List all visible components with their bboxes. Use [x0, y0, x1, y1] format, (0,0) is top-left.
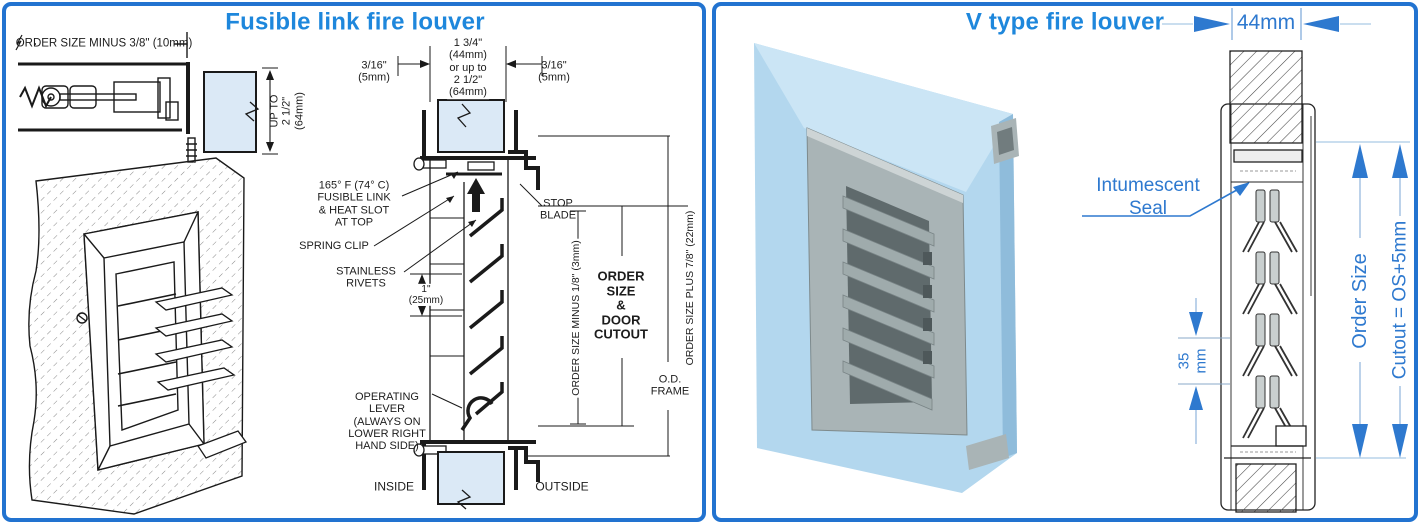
dim-order-size-plus: ORDER SIZE PLUS 7/8" (22mm) [684, 210, 697, 366]
v-blades [1242, 189, 1298, 439]
right-panel-title: V type fire louver [965, 8, 1165, 36]
dim-cutout: Cutout = OS+5mm [1389, 220, 1411, 380]
label-spring-clip: SPRING CLIP [299, 239, 369, 252]
dim-order-size-minus-eighth: ORDER SIZE MINUS 1/8" (3mm) [570, 238, 583, 398]
label-stainless-rivets: STAINLESS RIVETS [336, 265, 396, 290]
dim-gap-right: 3/16" (5mm) [538, 59, 570, 84]
cross-section [373, 46, 688, 510]
v-type-section [1220, 50, 1316, 513]
fusible-link-line-art [15, 32, 688, 515]
v-type-panel: V type fire louver 44mm Intumescent Seal… [712, 2, 1418, 522]
latch-detail-section [15, 32, 278, 163]
dim-order-size-minus: ORDER SIZE MINUS 3/8" (10mm) [15, 37, 193, 50]
label-order-size-door-cutout: ORDER SIZE & DOOR CUTOUT [594, 268, 648, 342]
label-intumescent-seal: Intumescent Seal [1096, 175, 1200, 219]
v-type-graphics [754, 8, 1410, 513]
label-fusible-link: 165° F (74° C) FUSIBLE LINK & HEAT SLOT … [317, 179, 391, 229]
dim-gap-left: 3/16" (5mm) [358, 59, 390, 84]
label-inside: INSIDE [373, 479, 415, 494]
dim-blade-width: 1 3/4" (44mm) or up to 2 1/2" (64mm) [447, 37, 489, 99]
label-operating-lever: OPERATING LEVER (ALWAYS ON LOWER RIGHT H… [348, 391, 426, 453]
label-stop-blade: STOP BLADE [539, 197, 577, 222]
left-panel-title: Fusible link fire louver [225, 8, 485, 36]
label-od-frame: O.D. FRAME [650, 373, 690, 398]
label-outside: OUTSIDE [535, 479, 589, 494]
dim-blade-pitch: 1" (25mm) [406, 283, 446, 307]
dim-blade-pitch-35: 35 mm [1175, 348, 1210, 374]
fusible-link-panel: Fusible link fire louver ORDER SIZE MINU… [2, 2, 706, 522]
dim-up-to: UP TO 2 1/2" (64mm) [268, 92, 306, 130]
blue-dimensions [1082, 8, 1410, 459]
dim-order-size: Order Size [1348, 253, 1371, 349]
door-render [754, 43, 1019, 493]
isometric-louver-drawing [28, 157, 248, 515]
dim-frame-depth: 44mm [1236, 11, 1296, 35]
